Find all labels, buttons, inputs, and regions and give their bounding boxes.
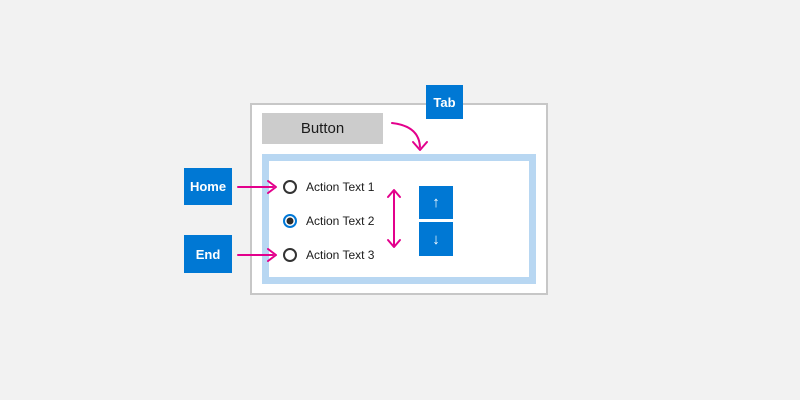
spinner-up-button[interactable]: ↑ [419, 186, 453, 219]
up-arrow-icon: ↑ [432, 194, 440, 211]
home-key-label: Home [189, 179, 227, 194]
radio-circle-selected[interactable] [283, 214, 297, 228]
radio-circle-unselected[interactable] [283, 180, 297, 194]
radio-item-3[interactable]: Action Text 3 [283, 247, 374, 263]
radio-label: Action Text 3 [306, 248, 375, 262]
radio-label: Action Text 2 [306, 214, 375, 228]
radio-item-2[interactable]: Action Text 2 [283, 213, 374, 229]
demo-button[interactable]: Button [262, 113, 383, 144]
tab-key-badge: Tab [426, 85, 463, 119]
radio-label: Action Text 1 [306, 180, 375, 194]
home-key-badge: Home [184, 168, 232, 205]
end-key-badge: End [184, 235, 232, 273]
down-arrow-icon: ↓ [432, 230, 440, 248]
end-key-label: End [195, 246, 221, 262]
radio-item-1[interactable]: Action Text 1 [283, 179, 374, 195]
spinner-down-button[interactable]: ↓ [419, 222, 453, 256]
demo-button-label: Button [300, 120, 345, 137]
radio-group-panel [262, 154, 536, 284]
tab-key-label: Tab [433, 94, 456, 110]
radio-circle-unselected[interactable] [283, 248, 297, 262]
